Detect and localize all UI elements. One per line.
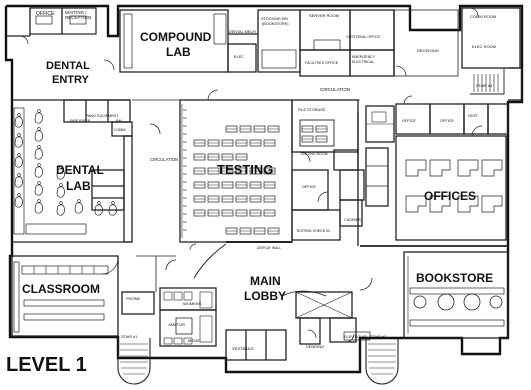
label-womens: WOMENS	[183, 301, 202, 306]
label-janitor: JANITOR	[168, 322, 185, 327]
label-testing-room: TESTING ROOM	[300, 152, 328, 156]
label-vestibule: VESTIBULE	[232, 346, 254, 351]
label-main-lobby-1: MAIN	[250, 274, 281, 288]
label-testing-check-in: TESTING CHECK IN	[296, 229, 330, 233]
offices-block	[360, 95, 509, 247]
label-elec-room: ELEC ROOM	[472, 44, 496, 49]
label-reception: RECEPTION	[65, 15, 91, 20]
label-classroom: CLASSROOM	[22, 282, 100, 296]
label-facilities-office: FACILITIES OFFICE	[305, 61, 339, 65]
label-stocking-rm: STOCKING RM	[261, 17, 288, 21]
label-file-storage: FILE STORAGE	[298, 108, 326, 112]
label-compound-lab-2: LAB	[166, 45, 191, 59]
label-phone: PHONE	[126, 296, 141, 301]
label-comm-room: COMM ROOM	[470, 14, 496, 19]
label-vest-right: VEST	[468, 114, 479, 118]
testing-desks	[193, 125, 328, 235]
label-fire-riser: FIRE RISER	[70, 119, 91, 123]
label-dental-lab-1: DENTAL	[56, 163, 104, 177]
label-testing: TESTING	[217, 162, 273, 177]
label-emergency: EMERGENCY	[352, 55, 376, 59]
compound-lab-block	[119, 7, 521, 95]
label-pano-equipment: PANO EQUIPMENT	[86, 114, 119, 118]
label-compound-lab-1: COMPOUND	[140, 30, 212, 44]
label-office-mid: OFFICE	[302, 185, 316, 189]
classroom-block	[11, 255, 119, 337]
label-cashier: CASHIER	[344, 218, 361, 222]
office-workstations	[405, 159, 503, 213]
label-dental-entry-2: ENTRY	[52, 74, 90, 86]
label-dental-mech: DENTAL MECH	[229, 30, 256, 34]
label-receiving: RECEIVING	[417, 48, 439, 53]
label-server-room: SERVER ROOM	[309, 13, 339, 18]
label-offices: OFFICES	[424, 189, 476, 203]
label-stair-2: STAIR #2	[370, 335, 386, 339]
label-stair-1: STAIR #1	[121, 335, 137, 339]
label-electrical: ELECTRICAL	[352, 60, 374, 64]
label-custodial-office: CUSTODIAL OFFICE	[346, 35, 381, 39]
label-circulation-top: CIRCULATION	[320, 87, 350, 92]
label-rm: RM	[116, 119, 122, 123]
label-bookstore: BOOKSTORE	[416, 271, 493, 285]
floor-level-label: LEVEL 1	[6, 354, 87, 376]
label-office-a: OFFICE	[402, 119, 416, 123]
label-elev-equip: ELEV EQUIP	[344, 335, 367, 339]
corridor-details	[132, 99, 373, 292]
label-bookstore-paren: (BOOKSTORE)	[262, 22, 289, 26]
top-left-offices	[6, 7, 115, 71]
label-elec-top: ELEC	[234, 55, 244, 59]
restrooms-block	[121, 287, 371, 361]
label-mens: MENS	[188, 338, 200, 343]
label-stair-3: STAIR #3	[476, 84, 492, 88]
room-labels: OFFICE WAITING / RECEPTION DENTAL ENTRY …	[6, 10, 496, 376]
dental-lab-block	[12, 99, 133, 243]
label-office-top-left: OFFICE	[36, 11, 55, 17]
stairs	[117, 67, 523, 385]
testing-block	[179, 89, 365, 279]
label-vending: VENDING	[306, 344, 324, 349]
label-waiting: WAITING /	[65, 10, 87, 15]
outer-walls	[4, 4, 524, 374]
label-dental-entry-1: DENTAL	[46, 60, 90, 72]
label-display-wall: DISPLAY WALL	[257, 246, 281, 250]
label-circulation-left: CIRCULATION	[150, 157, 178, 162]
label-dental-lab-2: LAB	[66, 179, 91, 193]
label-office-b: OFFICE	[440, 119, 454, 123]
label-main-lobby-2: LOBBY	[244, 289, 286, 303]
bookstore-block	[403, 251, 509, 339]
label-comm-mid: COMM	[114, 128, 125, 132]
